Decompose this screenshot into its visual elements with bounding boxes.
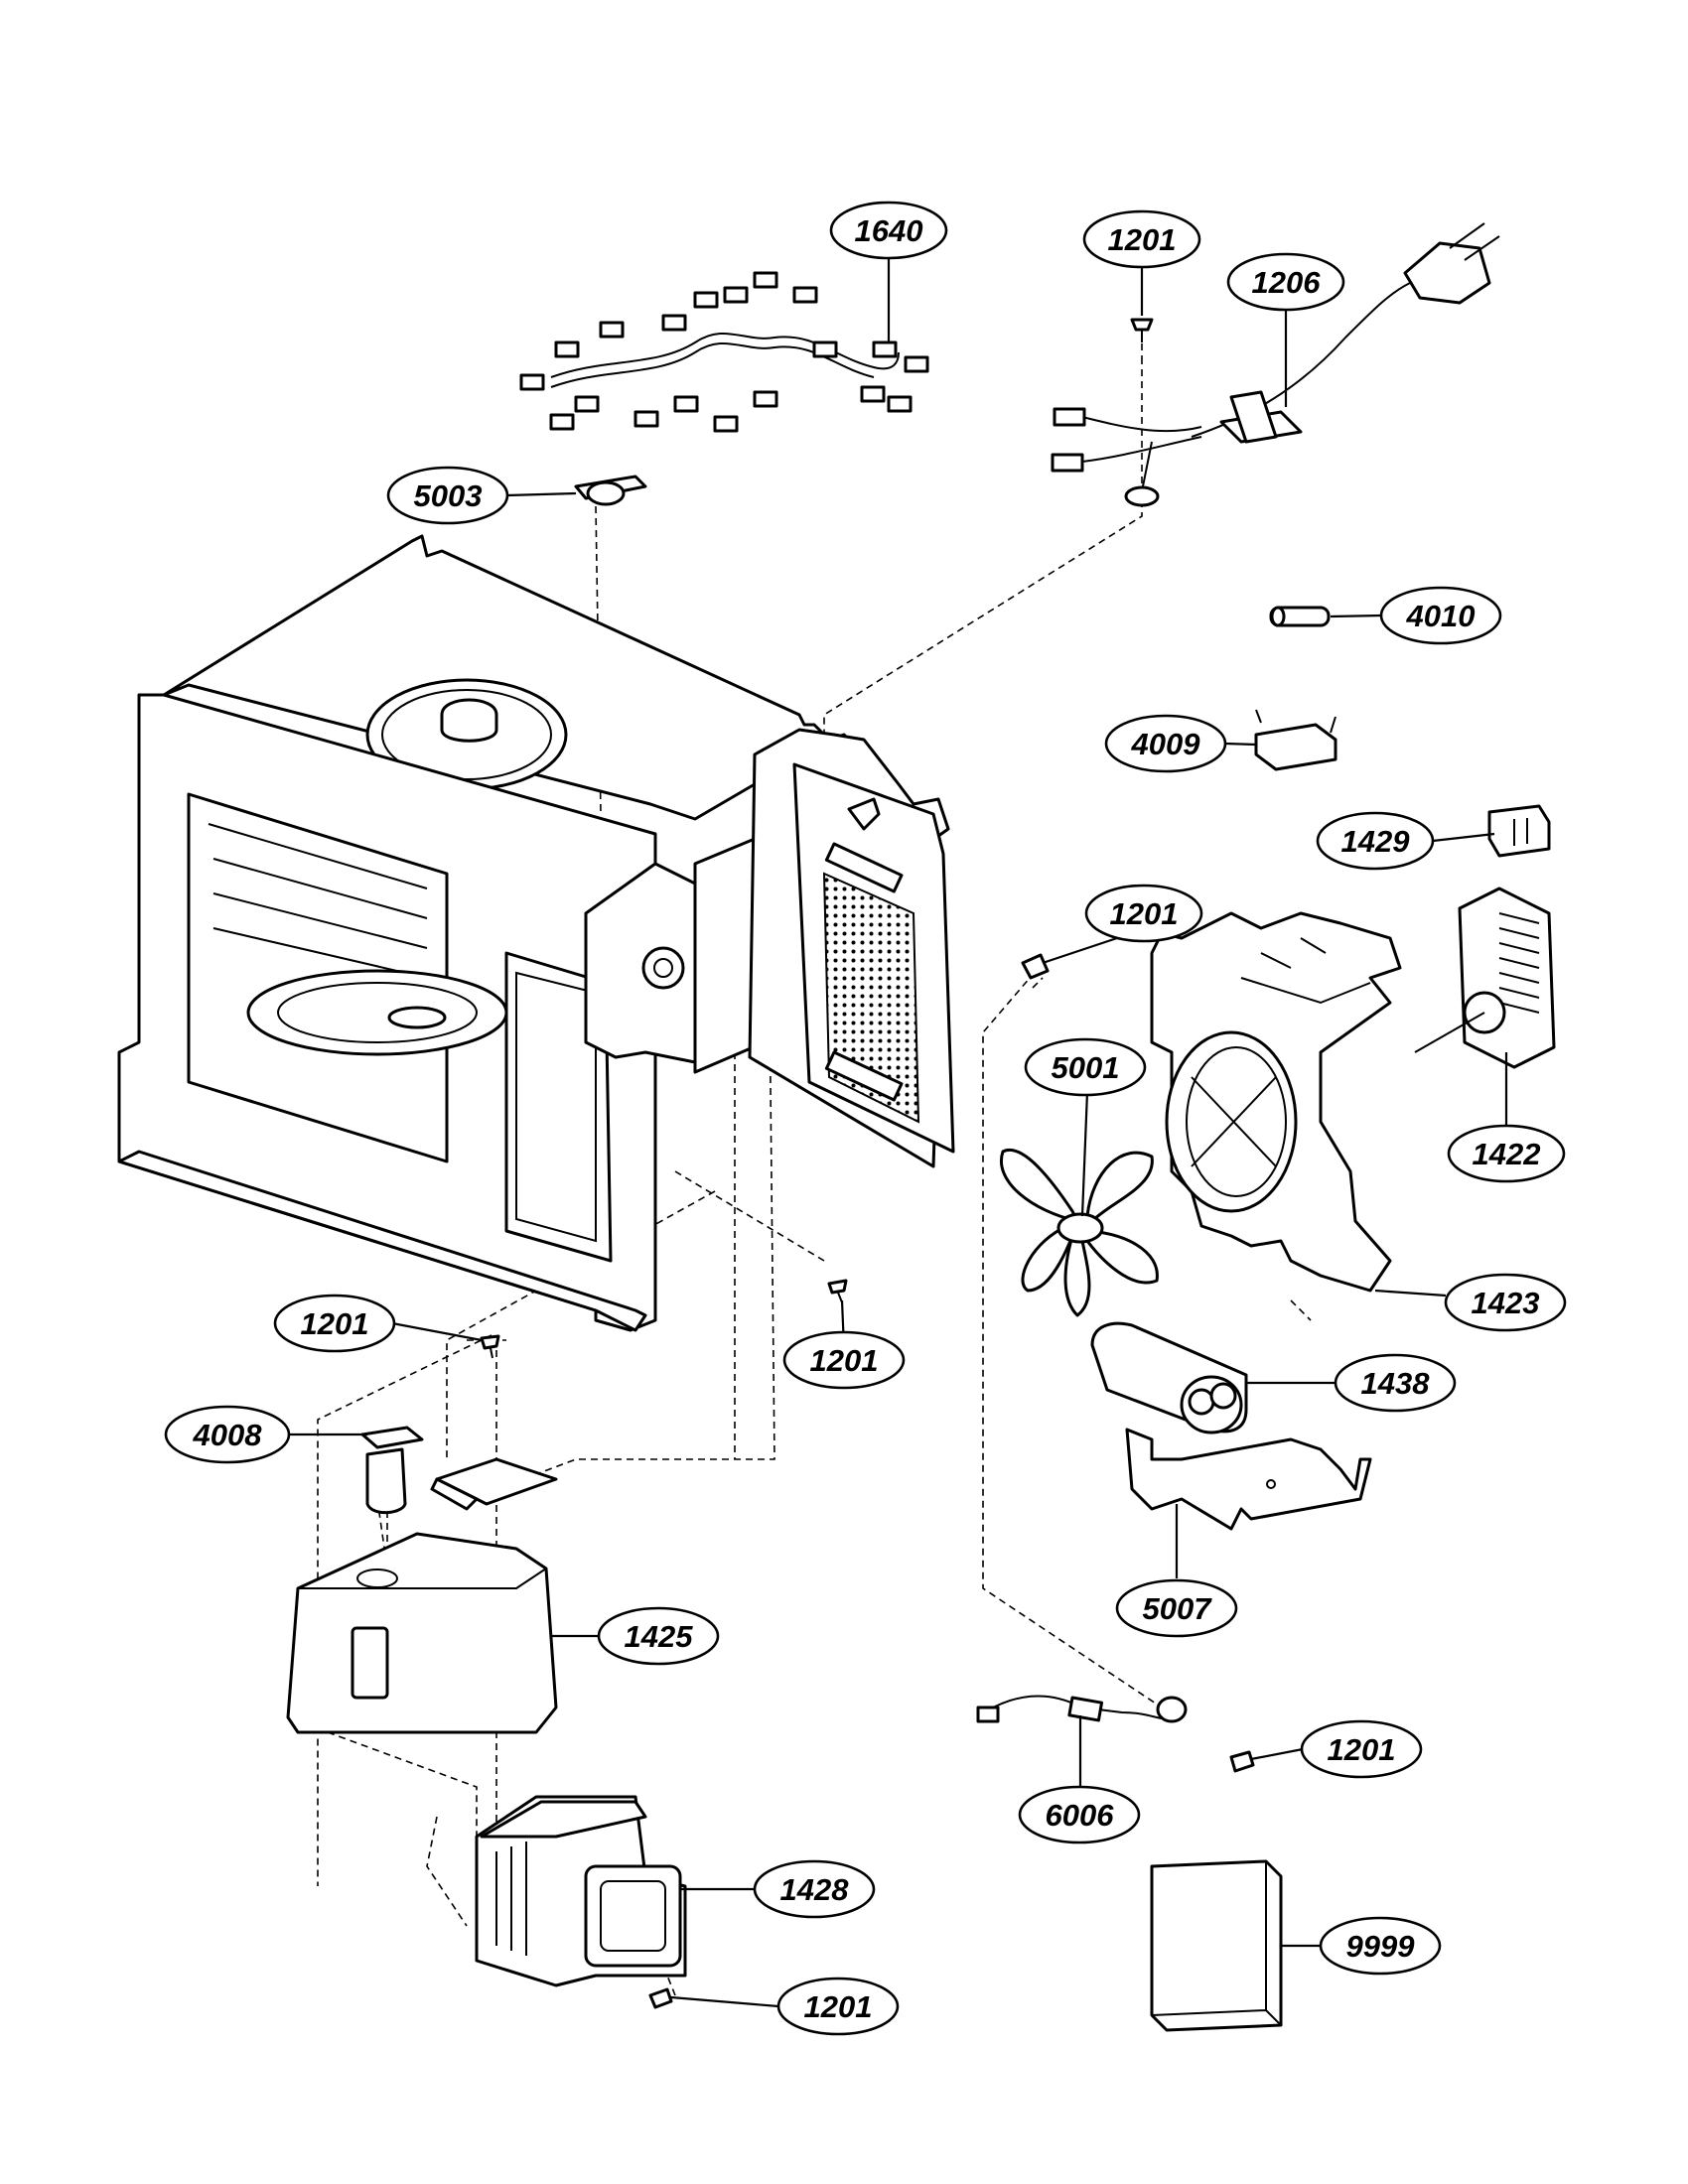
svg-text:1422: 1422 (1473, 1137, 1541, 1171)
callout-6006: 6006 (1018, 1785, 1141, 1844)
svg-text:1201: 1201 (804, 1989, 873, 2024)
screw-bottom (648, 1987, 673, 2009)
callout-5007: 5007 (1115, 1578, 1238, 1638)
svg-text:1429: 1429 (1341, 824, 1411, 859)
magnetron (475, 1795, 687, 1987)
svg-text:1206: 1206 (1252, 265, 1322, 300)
svg-text:9999: 9999 (1346, 1929, 1416, 1964)
callout-1201-top: 1201 (1082, 209, 1201, 269)
callout-1429: 1429 (1316, 811, 1435, 871)
ground-wire (976, 1695, 1188, 1723)
svg-text:1640: 1640 (855, 213, 923, 248)
fan-blade (1000, 1148, 1159, 1317)
callout-1201-right: 1201 (782, 1330, 906, 1390)
svg-text:1428: 1428 (780, 1872, 850, 1907)
power-cord (1051, 222, 1500, 507)
callout-4009: 4009 (1104, 714, 1227, 773)
interlock-switch (360, 1426, 424, 1515)
svg-text:1201: 1201 (1108, 222, 1177, 257)
svg-text:1201: 1201 (301, 1306, 369, 1341)
svg-text:5007: 5007 (1143, 1591, 1213, 1626)
svg-text:1201: 1201 (810, 1343, 879, 1378)
fan-motor (1414, 887, 1556, 1069)
diode-cap (1487, 804, 1551, 858)
svg-text:4010: 4010 (1406, 599, 1476, 633)
svg-text:1201: 1201 (1110, 896, 1179, 931)
screw-ground (1229, 1750, 1255, 1773)
transformer-cover (286, 1532, 558, 1734)
screw-right (827, 1279, 848, 1303)
callout-1428: 1428 (753, 1859, 876, 1919)
svg-text:5001: 5001 (1052, 1050, 1120, 1085)
callout-1640: 1640 (829, 201, 948, 260)
oven-cavity (117, 534, 955, 1332)
fuse-holder (1254, 709, 1337, 771)
svg-text:1201: 1201 (1328, 1732, 1396, 1767)
manual-box (1150, 1859, 1283, 2032)
callout-9999: 9999 (1319, 1916, 1442, 1976)
callout-4008: 4008 (164, 1405, 291, 1464)
callout-1206: 1206 (1226, 252, 1345, 312)
svg-text:4008: 4008 (193, 1418, 263, 1452)
svg-text:1423: 1423 (1472, 1286, 1540, 1320)
callout-labels: 1640 1201 1206 5003 4010 4009 1429 1201 (164, 201, 1567, 2036)
callout-1438: 1438 (1334, 1353, 1457, 1413)
callout-1201-fan: 1201 (1084, 884, 1203, 943)
callout-1201-ground: 1201 (1300, 1719, 1423, 1779)
fan-duct (1150, 911, 1402, 1293)
screw-left (480, 1334, 500, 1359)
callout-5003: 5003 (386, 466, 509, 525)
callout-1201-left: 1201 (273, 1294, 396, 1353)
svg-text:5003: 5003 (414, 478, 483, 513)
callout-1422: 1422 (1447, 1124, 1566, 1183)
wire-harness (519, 271, 929, 433)
svg-text:6006: 6006 (1046, 1798, 1115, 1833)
svg-text:1438: 1438 (1361, 1366, 1431, 1401)
callout-4010: 4010 (1379, 586, 1502, 645)
screw-fan (1021, 953, 1050, 980)
screw-top (1130, 318, 1154, 342)
svg-text:1425: 1425 (625, 1619, 694, 1654)
callout-1201-bottom: 1201 (776, 1977, 900, 2036)
hv-capacitor (1090, 1321, 1248, 1434)
callout-5001: 5001 (1024, 1037, 1147, 1097)
plate (430, 1457, 558, 1511)
fuse (1269, 606, 1331, 627)
callout-1425: 1425 (597, 1606, 720, 1666)
svg-text:4009: 4009 (1131, 727, 1201, 761)
callout-1423: 1423 (1444, 1273, 1567, 1332)
thermostat (574, 475, 647, 506)
capacitor-bracket (1125, 1428, 1372, 1531)
